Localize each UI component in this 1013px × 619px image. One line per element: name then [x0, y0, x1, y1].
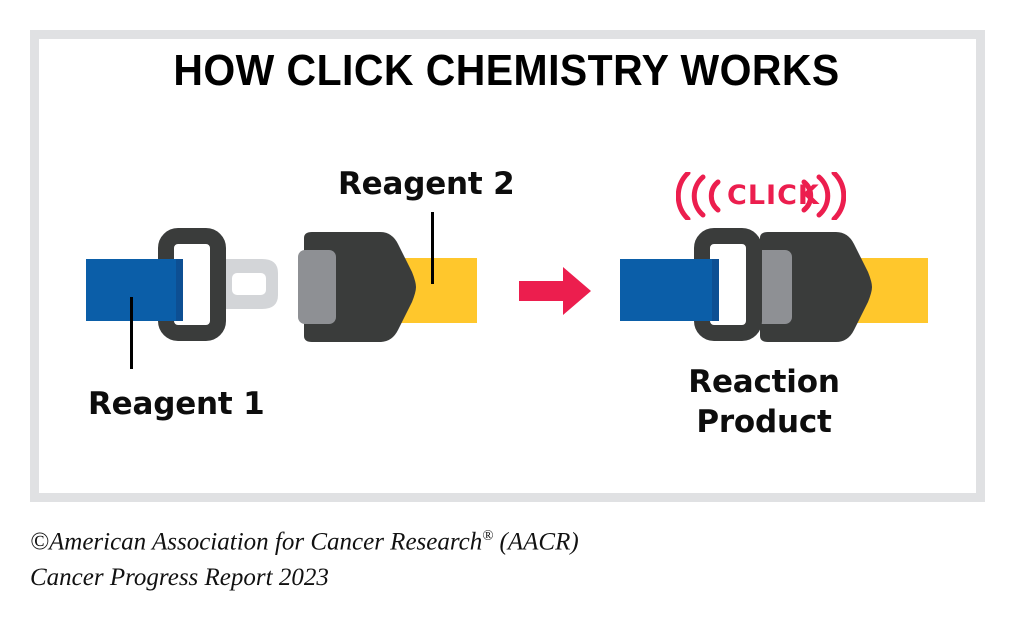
- reagent-1-label: Reagent 1: [88, 386, 265, 422]
- reagent-1-strap-fold: [176, 259, 183, 321]
- tongue-ring: [158, 228, 226, 341]
- click-waves-right: [800, 170, 847, 222]
- figure-title: HOW CLICK CHEMISTRY WORKS: [173, 46, 840, 95]
- product-blue-strap-fold: [712, 259, 719, 321]
- figure-caption: ©American Association for Cancer Researc…: [30, 518, 579, 596]
- click-label: CLICK: [727, 180, 820, 211]
- product-blue-strap: [620, 259, 718, 321]
- reaction-product-label-line1: Reaction: [688, 364, 840, 400]
- right-arrow-icon: [519, 267, 591, 315]
- caption-copyright-text: ©American Association for Cancer Researc…: [30, 528, 483, 556]
- registered-mark: ®: [482, 528, 494, 544]
- reagent-1-leader-line: [130, 297, 133, 369]
- reagent-2-leader-line: [431, 212, 434, 284]
- caption-acronym: (AACR): [493, 528, 579, 556]
- reaction-product-label-line2: Product: [696, 404, 832, 440]
- caption-line-2: Cancer Progress Report 2023: [30, 564, 329, 592]
- reagent-1-strap: [86, 259, 182, 321]
- caption-line-1: ©American Association for Cancer Researc…: [30, 518, 579, 560]
- reagent-2-label: Reagent 2: [338, 166, 515, 202]
- click-waves-left: [675, 170, 722, 222]
- buckle-release-button: [298, 250, 336, 324]
